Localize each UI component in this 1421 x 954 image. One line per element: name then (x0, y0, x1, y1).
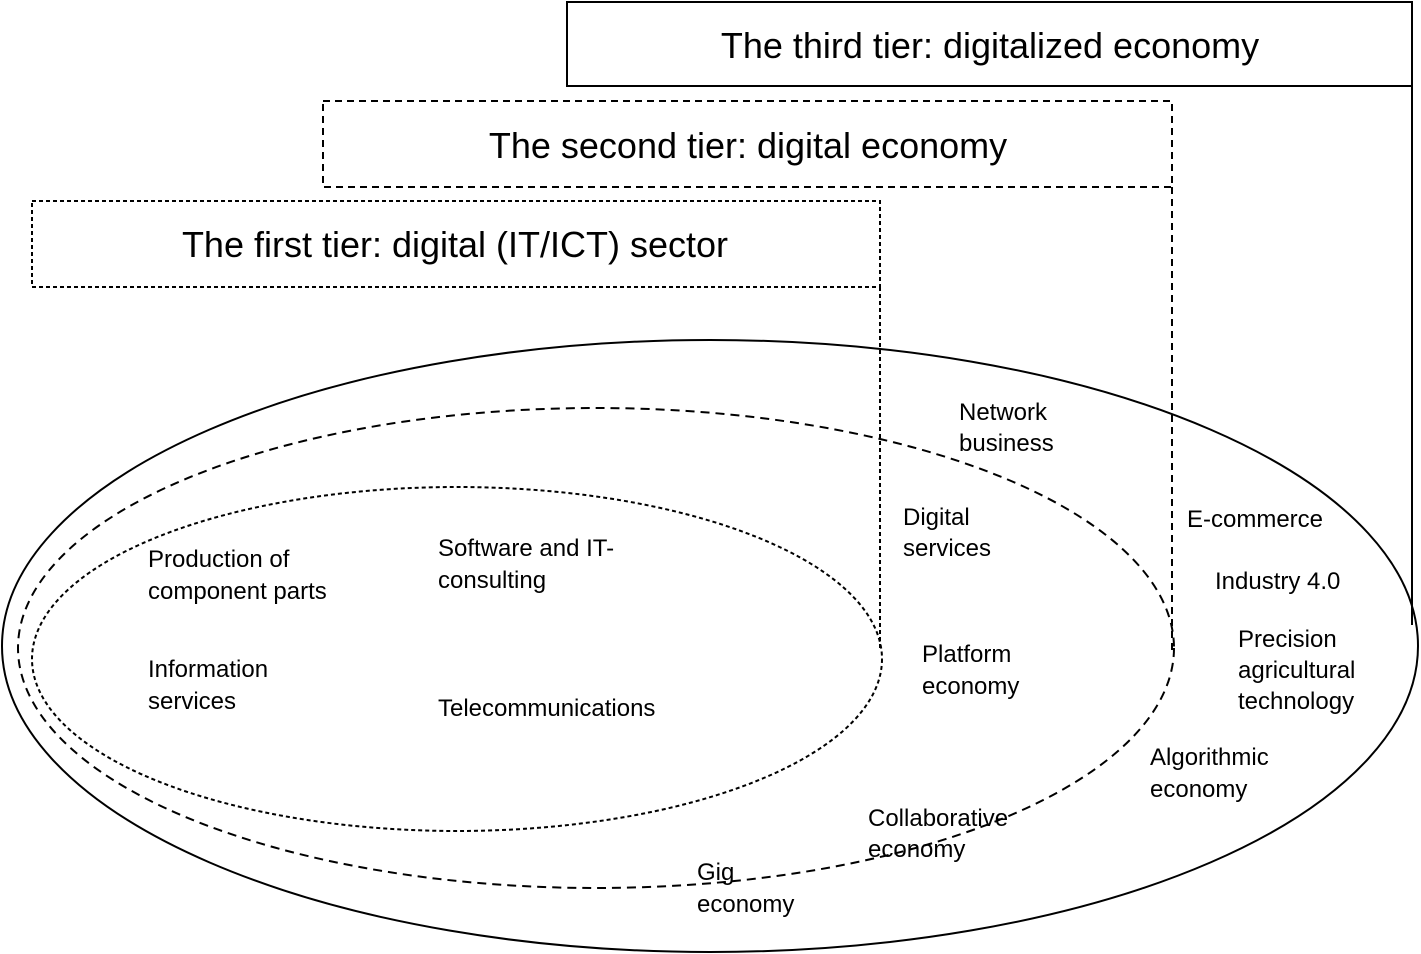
third-tier-title: The third tier: digitalized economy (721, 25, 1259, 66)
item-e-commerce: E-commerce (1187, 506, 1323, 533)
item-software-it-consulting: Software and IT-consulting (438, 535, 614, 594)
first-tier-ellipse (31, 486, 883, 832)
second-tier-box (322, 100, 1173, 188)
item-telecommunications: Telecommunications (438, 695, 655, 722)
first-tier-title: The first tier: digital (IT/ICT) sector (182, 224, 728, 265)
second-tier-title: The second tier: digital economy (489, 125, 1007, 166)
third-tier-ellipse (1, 339, 1419, 953)
first-tier-box (31, 200, 881, 288)
second-tier-ellipse (17, 407, 1175, 889)
item-industry-4: Industry 4.0 (1215, 568, 1340, 595)
third-tier-box (566, 1, 1413, 87)
